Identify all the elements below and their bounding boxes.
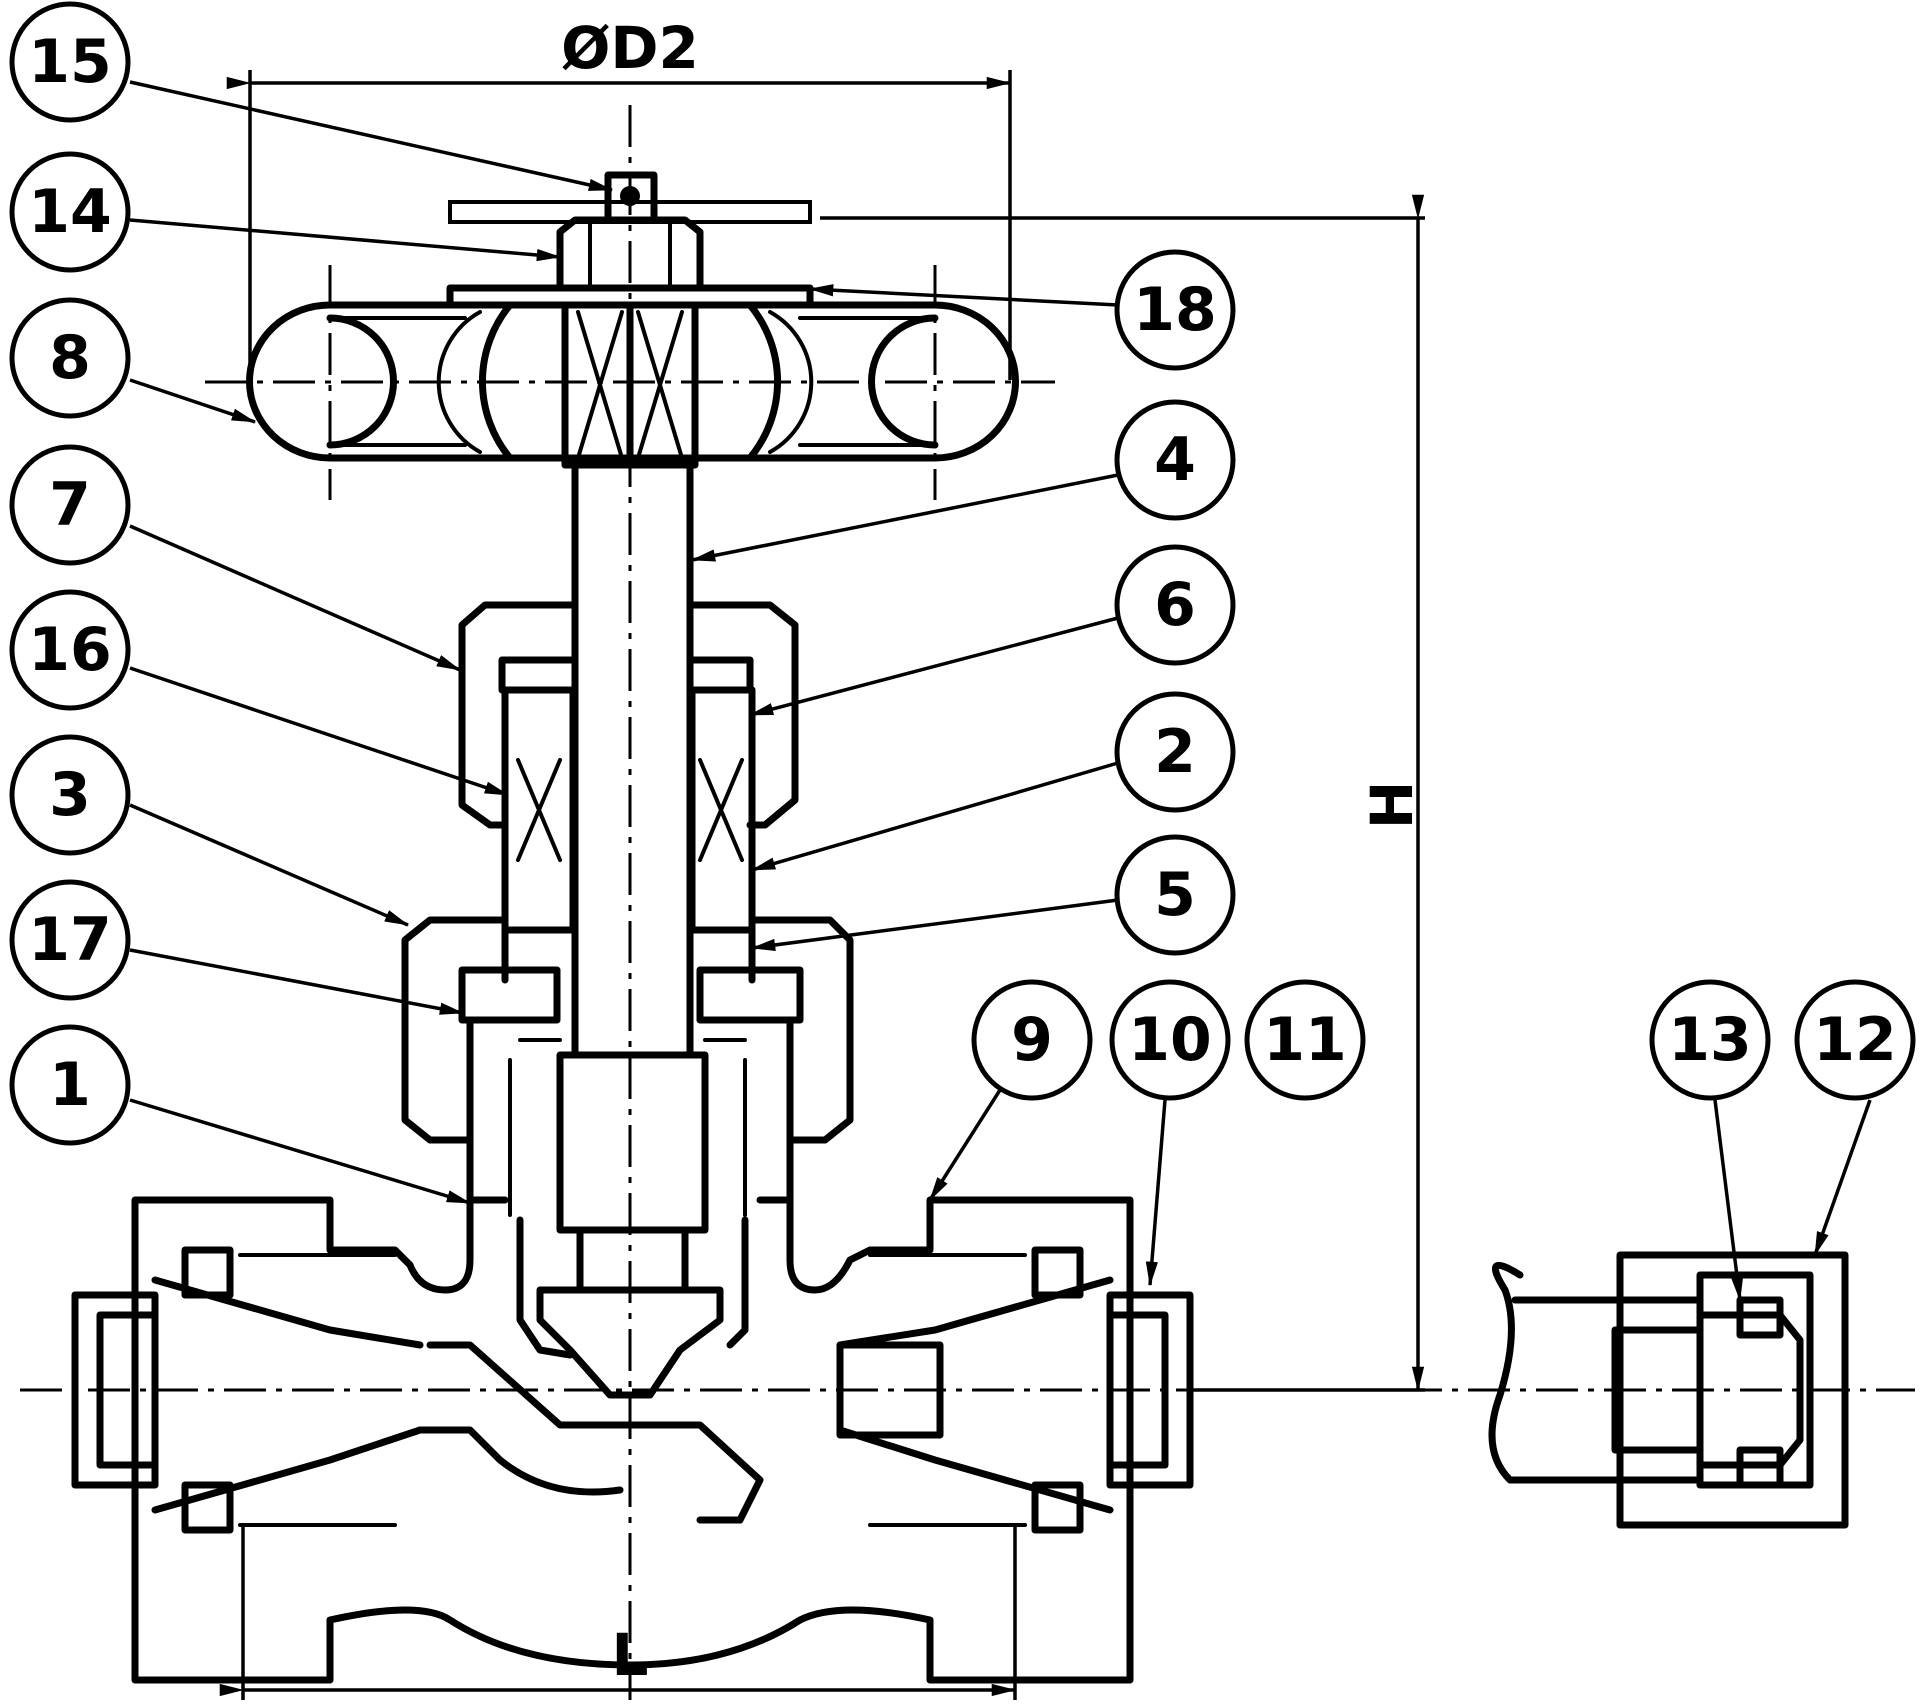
balloon-5: 5 <box>1114 834 1236 956</box>
dimension-label-d2: ØD2 <box>561 14 699 82</box>
svg-text:16: 16 <box>28 615 112 685</box>
balloon-17: 17 <box>9 879 131 1001</box>
handwheel <box>245 171 1020 469</box>
svg-text:18: 18 <box>1133 275 1217 345</box>
balloon-6: 6 <box>1114 544 1236 666</box>
balloon-7: 7 <box>9 444 131 566</box>
balloon-4: 4 <box>1114 399 1236 521</box>
svg-text:17: 17 <box>28 905 112 975</box>
balloon-14: 14 <box>9 151 131 273</box>
dimension-label-h: H <box>1358 781 1426 830</box>
svg-text:3: 3 <box>49 760 91 830</box>
svg-text:15: 15 <box>28 27 112 97</box>
balloon-15: 15 <box>9 1 131 123</box>
svg-text:1: 1 <box>49 1050 91 1120</box>
balloon-3: 3 <box>9 734 131 856</box>
balloon-1: 1 <box>9 1024 131 1146</box>
dimension-label-l: L <box>612 1621 649 1689</box>
valve-body <box>71 1196 1194 1684</box>
stem <box>571 461 694 1059</box>
balloon-12: 12 <box>1794 979 1916 1101</box>
dimension-lines <box>219 70 1425 1700</box>
leader-lines <box>129 80 1872 1302</box>
fitting-detail <box>1488 1251 1849 1529</box>
balloon-13: 13 <box>1649 979 1771 1101</box>
bonnet <box>401 686 854 1234</box>
svg-text:10: 10 <box>1128 1005 1212 1075</box>
svg-text:9: 9 <box>1011 1005 1053 1075</box>
svg-text:2: 2 <box>1154 717 1196 787</box>
svg-text:8: 8 <box>49 323 91 393</box>
svg-text:14: 14 <box>28 177 112 247</box>
svg-text:7: 7 <box>49 470 91 540</box>
svg-text:6: 6 <box>1154 570 1196 640</box>
svg-text:13: 13 <box>1668 1005 1752 1075</box>
balloon-2: 2 <box>1114 691 1236 813</box>
balloon-8: 8 <box>9 297 131 419</box>
centerlines <box>20 105 1915 1700</box>
balloon-18: 18 <box>1114 249 1236 371</box>
svg-text:4: 4 <box>1154 425 1196 495</box>
svg-text:11: 11 <box>1263 1005 1347 1075</box>
svg-text:5: 5 <box>1154 860 1196 930</box>
balloon-9: 9 <box>971 979 1093 1101</box>
balloon-10: 10 <box>1109 979 1231 1101</box>
svg-text:12: 12 <box>1813 1005 1897 1075</box>
balloon-11: 11 <box>1244 979 1366 1101</box>
balloon-16: 16 <box>9 589 131 711</box>
